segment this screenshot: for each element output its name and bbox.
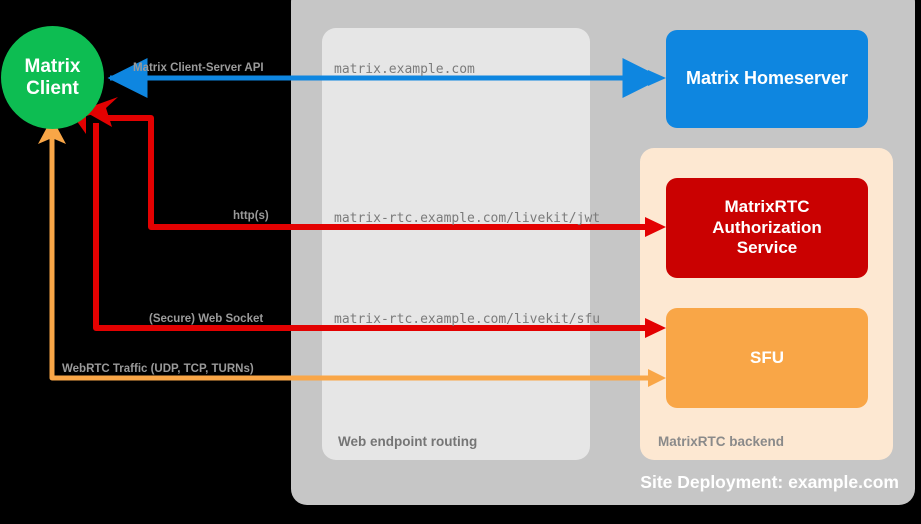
endpoint-label-livekit-sfu: matrix-rtc.example.com/livekit/sfu	[334, 312, 601, 327]
auth-service-label-line3: Service	[736, 238, 798, 258]
web-endpoint-routing-label: Web endpoint routing	[338, 434, 478, 449]
web-endpoint-routing-panel: Web endpoint routing	[322, 28, 590, 460]
endpoint-label-matrix: matrix.example.com	[334, 62, 475, 77]
protocol-label-websocket: (Secure) Web Socket	[149, 313, 264, 325]
auth-service-label-line1: MatrixRTC	[724, 197, 810, 217]
site-deployment-label: Site Deployment: example.com	[640, 472, 899, 492]
protocol-label-client-server-api: Matrix Client-Server API	[133, 62, 264, 74]
matrixrtc-authorization-service-node[interactable]: MatrixRTC Authorization Service	[666, 178, 868, 278]
protocol-label-webrtc: WebRTC Traffic (UDP, TCP, TURNs)	[62, 363, 254, 375]
sfu-node[interactable]: SFU	[666, 308, 868, 408]
matrix-client-node[interactable]: Matrix Client	[1, 26, 104, 129]
sfu-label: SFU	[750, 347, 784, 367]
matrix-homeserver-label: Matrix Homeserver	[685, 68, 849, 89]
auth-service-label-line2: Authorization	[712, 217, 822, 237]
protocol-label-https: http(s)	[233, 210, 269, 222]
matrixrtc-backend-label: MatrixRTC backend	[658, 434, 785, 449]
endpoint-label-livekit-jwt: matrix-rtc.example.com/livekit/jwt	[334, 211, 601, 226]
matrix-client-label-line2: Client	[26, 77, 79, 99]
matrix-client-label-line1: Matrix	[24, 56, 81, 78]
matrix-homeserver-node[interactable]: Matrix Homeserver	[666, 30, 868, 128]
